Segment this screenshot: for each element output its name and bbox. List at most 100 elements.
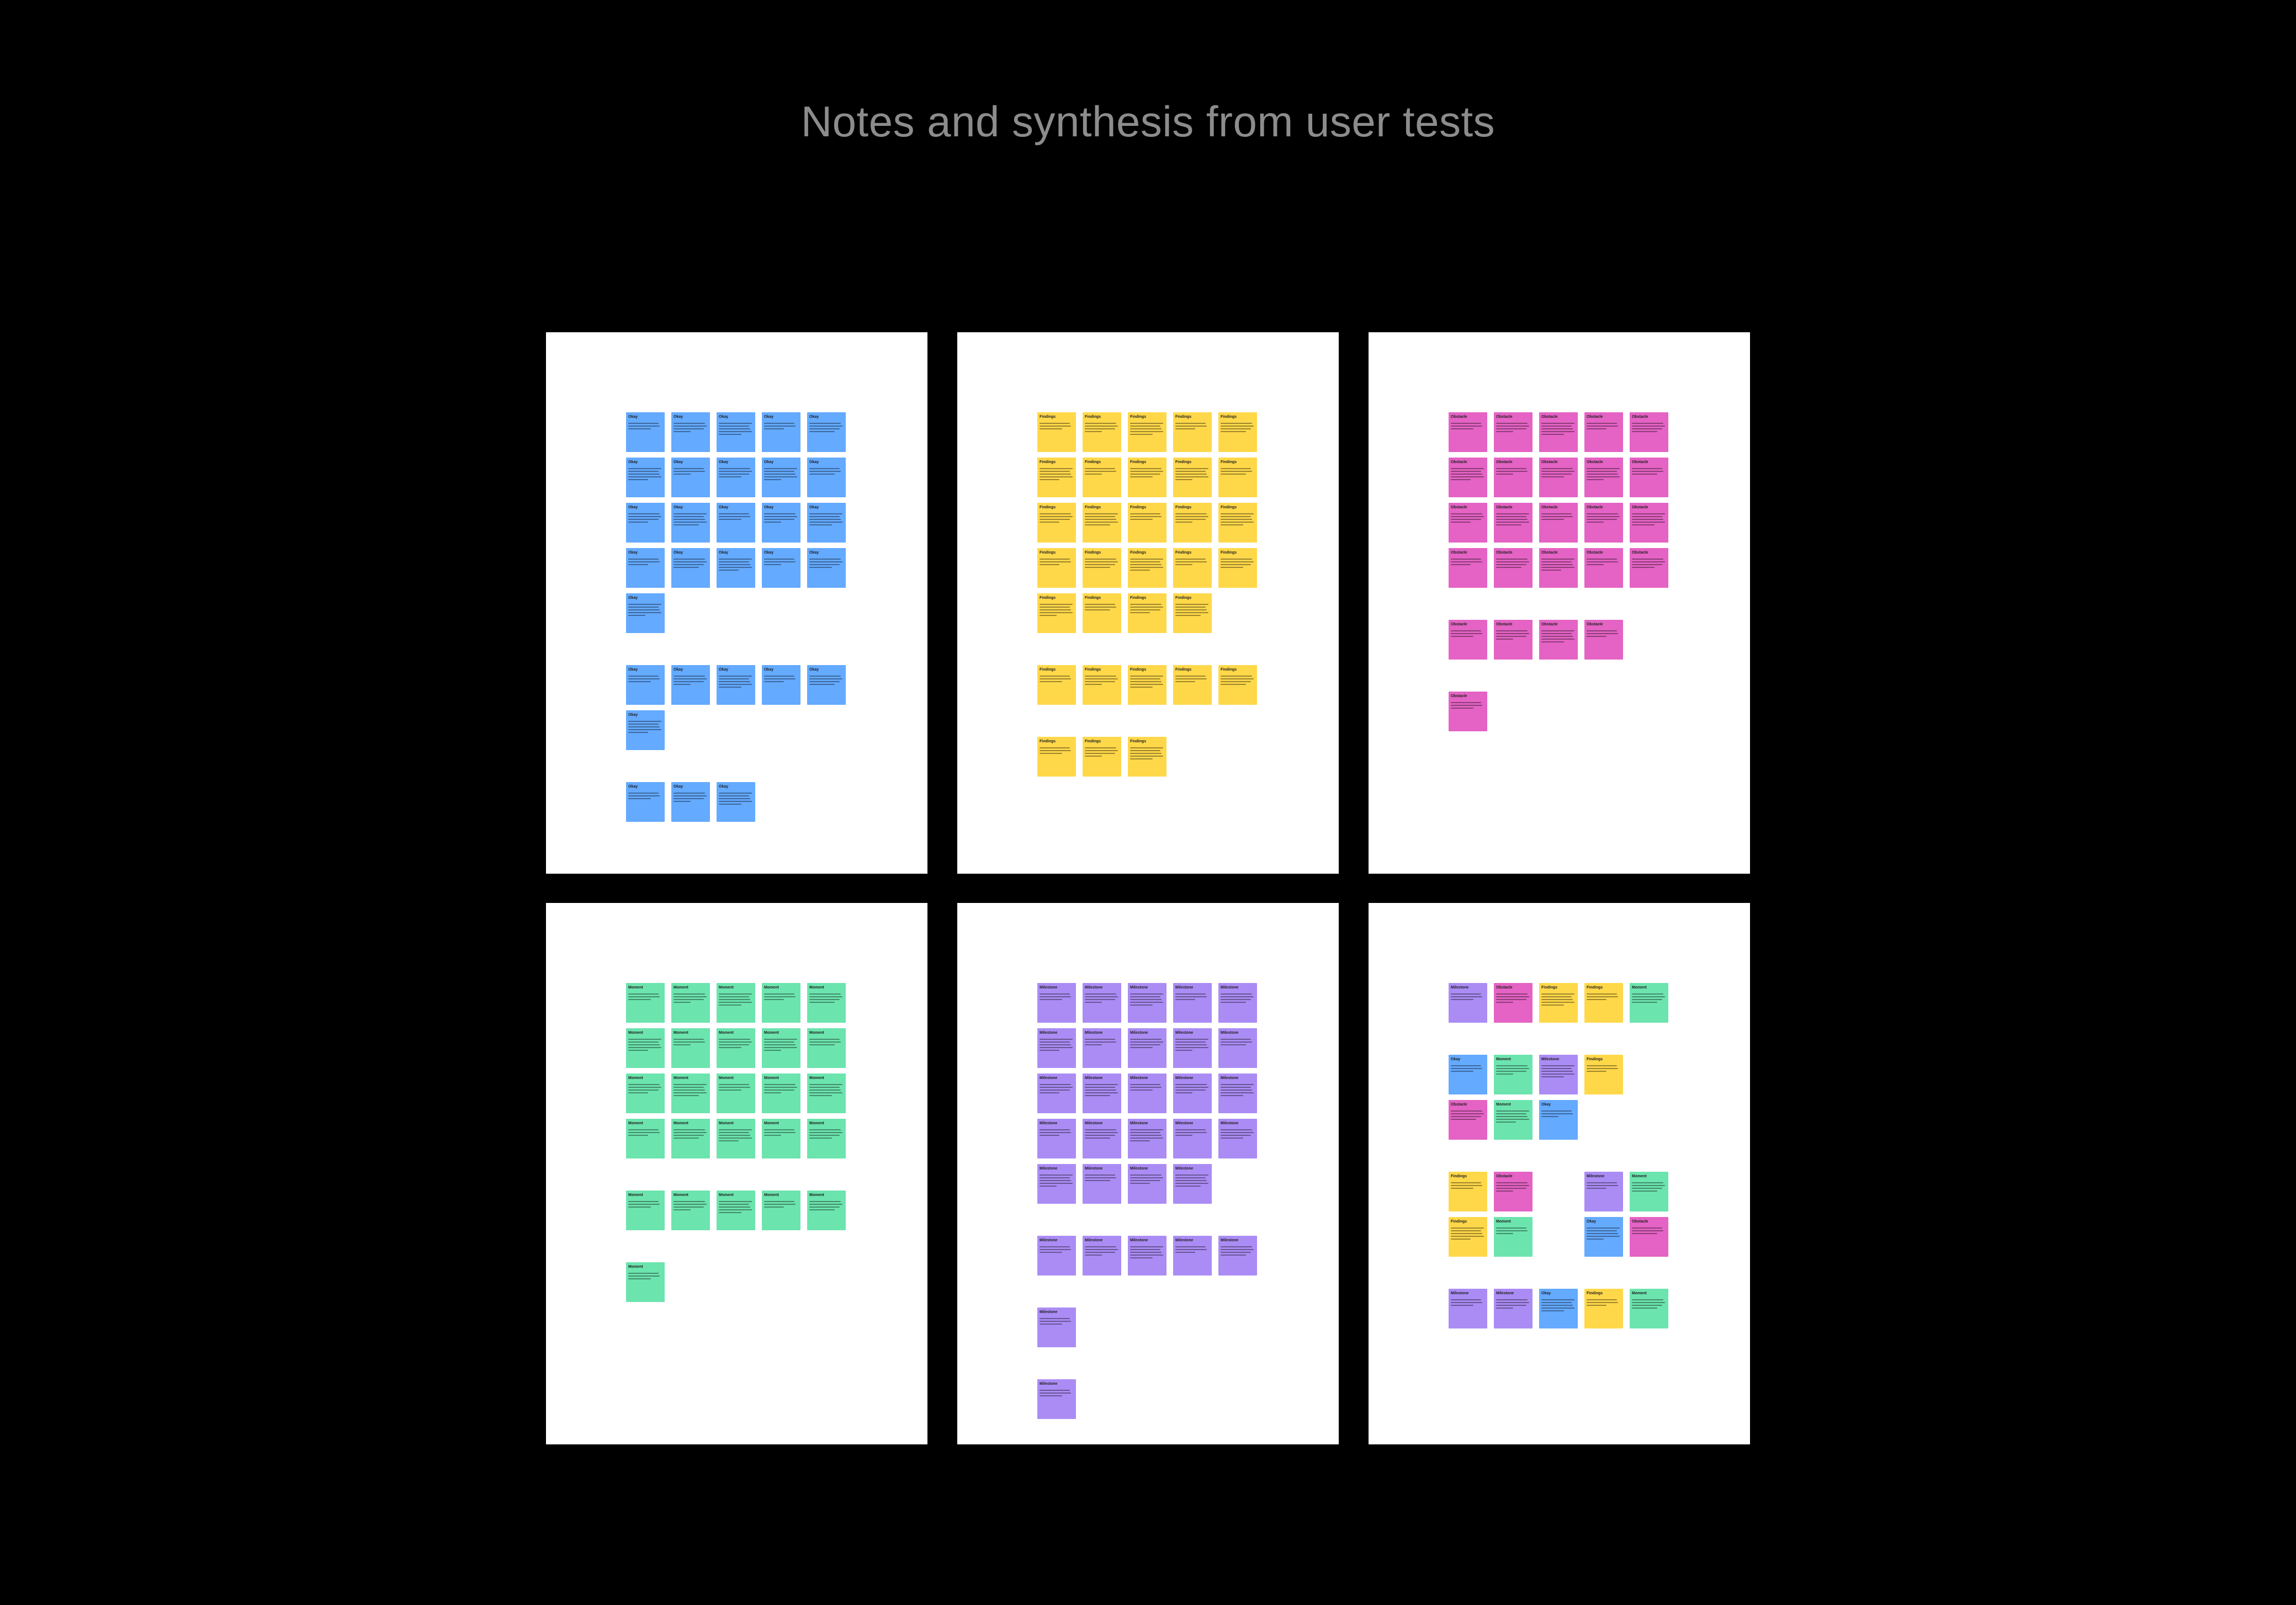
sticky-note-blue[interactable]: Okay — [626, 458, 665, 497]
sticky-note-yellow[interactable]: Findings — [1083, 458, 1121, 497]
sticky-note-green[interactable]: Moment — [626, 1119, 665, 1158]
sticky-note-yellow[interactable]: Findings — [1449, 1172, 1487, 1211]
sticky-note-green[interactable]: Moment — [807, 983, 846, 1023]
sticky-note-green[interactable]: Moment — [717, 1191, 755, 1230]
sticky-note-pink[interactable]: Obstacle — [1494, 503, 1533, 543]
sticky-note-yellow[interactable]: Findings — [1539, 983, 1578, 1023]
sticky-note-blue[interactable]: Okay — [671, 458, 710, 497]
sticky-note-purple[interactable]: Milestone — [1173, 1119, 1212, 1158]
sticky-note-purple[interactable]: Milestone — [1173, 1028, 1212, 1068]
sticky-note-purple[interactable]: Milestone — [1173, 983, 1212, 1023]
sticky-note-blue[interactable]: Okay — [762, 503, 800, 543]
sticky-note-green[interactable]: Moment — [807, 1191, 846, 1230]
sticky-note-yellow[interactable]: Findings — [1173, 458, 1212, 497]
sticky-note-green[interactable]: Moment — [717, 1028, 755, 1068]
sticky-note-yellow[interactable]: Findings — [1173, 665, 1212, 705]
sticky-note-pink[interactable]: Obstacle — [1449, 620, 1487, 660]
sticky-note-blue[interactable]: Okay — [626, 503, 665, 543]
sticky-note-yellow[interactable]: Findings — [1128, 665, 1166, 705]
sticky-note-yellow[interactable]: Findings — [1037, 503, 1076, 543]
sticky-note-blue[interactable]: Okay — [717, 548, 755, 588]
sticky-note-yellow[interactable]: Findings — [1128, 737, 1166, 777]
sticky-note-yellow[interactable]: Findings — [1083, 503, 1121, 543]
sticky-note-yellow[interactable]: Findings — [1218, 665, 1257, 705]
sticky-note-yellow[interactable]: Findings — [1037, 593, 1076, 633]
sticky-note-green[interactable]: Moment — [717, 1119, 755, 1158]
sticky-note-pink[interactable]: Obstacle — [1449, 503, 1487, 543]
sticky-note-yellow[interactable]: Findings — [1449, 1217, 1487, 1257]
sticky-note-purple[interactable]: Milestone — [1037, 1073, 1076, 1113]
sticky-note-purple[interactable]: Milestone — [1083, 1236, 1121, 1276]
sticky-note-pink[interactable]: Obstacle — [1584, 503, 1623, 543]
sticky-note-yellow[interactable]: Findings — [1173, 548, 1212, 588]
sticky-note-pink[interactable]: Obstacle — [1449, 458, 1487, 497]
sticky-note-pink[interactable]: Obstacle — [1494, 1172, 1533, 1211]
sticky-note-green[interactable]: Moment — [671, 1073, 710, 1113]
sticky-note-pink[interactable]: Obstacle — [1494, 983, 1533, 1023]
sticky-note-green[interactable]: Moment — [762, 983, 800, 1023]
sticky-note-blue[interactable]: Okay — [762, 548, 800, 588]
sticky-note-pink[interactable]: Obstacle — [1494, 458, 1533, 497]
sticky-note-yellow[interactable]: Findings — [1218, 503, 1257, 543]
sticky-note-yellow[interactable]: Findings — [1128, 548, 1166, 588]
sticky-note-blue[interactable]: Okay — [807, 458, 846, 497]
sticky-note-green[interactable]: Moment — [671, 1191, 710, 1230]
sticky-note-blue[interactable]: Okay — [626, 412, 665, 452]
sticky-note-pink[interactable]: Obstacle — [1449, 692, 1487, 731]
sticky-note-yellow[interactable]: Findings — [1173, 412, 1212, 452]
sticky-note-purple[interactable]: Milestone — [1037, 1236, 1076, 1276]
sticky-note-pink[interactable]: Obstacle — [1584, 620, 1623, 660]
sticky-note-blue[interactable]: Okay — [1449, 1055, 1487, 1094]
sticky-note-blue[interactable]: Okay — [626, 710, 665, 750]
sticky-note-green[interactable]: Moment — [1494, 1055, 1533, 1094]
sticky-note-green[interactable]: Moment — [671, 983, 710, 1023]
sticky-note-purple[interactable]: Milestone — [1083, 1028, 1121, 1068]
sticky-note-pink[interactable]: Obstacle — [1630, 548, 1668, 588]
sticky-note-purple[interactable]: Milestone — [1037, 1379, 1076, 1419]
sticky-note-purple[interactable]: Milestone — [1083, 1164, 1121, 1204]
sticky-note-green[interactable]: Moment — [1494, 1217, 1533, 1257]
sticky-note-green[interactable]: Moment — [807, 1119, 846, 1158]
sticky-note-yellow[interactable]: Findings — [1584, 1289, 1623, 1328]
sticky-note-purple[interactable]: Milestone — [1128, 1236, 1166, 1276]
sticky-note-yellow[interactable]: Findings — [1083, 593, 1121, 633]
sticky-note-pink[interactable]: Obstacle — [1630, 458, 1668, 497]
sticky-note-purple[interactable]: Milestone — [1037, 1308, 1076, 1347]
sticky-note-pink[interactable]: Obstacle — [1494, 412, 1533, 452]
sticky-note-green[interactable]: Moment — [717, 1073, 755, 1113]
sticky-note-green[interactable]: Moment — [762, 1073, 800, 1113]
sticky-note-pink[interactable]: Obstacle — [1449, 548, 1487, 588]
sticky-note-yellow[interactable]: Findings — [1218, 458, 1257, 497]
sticky-note-pink[interactable]: Obstacle — [1539, 548, 1578, 588]
sticky-note-blue[interactable]: Okay — [1584, 1217, 1623, 1257]
sticky-note-purple[interactable]: Milestone — [1539, 1055, 1578, 1094]
sticky-note-pink[interactable]: Obstacle — [1584, 548, 1623, 588]
sticky-note-yellow[interactable]: Findings — [1037, 412, 1076, 452]
sticky-note-purple[interactable]: Milestone — [1083, 1073, 1121, 1113]
sticky-note-blue[interactable]: Okay — [671, 412, 710, 452]
sticky-note-blue[interactable]: Okay — [671, 548, 710, 588]
sticky-note-green[interactable]: Moment — [762, 1191, 800, 1230]
sticky-note-purple[interactable]: Milestone — [1083, 1119, 1121, 1158]
sticky-note-green[interactable]: Moment — [1494, 1100, 1533, 1140]
sticky-note-blue[interactable]: Okay — [671, 503, 710, 543]
sticky-note-green[interactable]: Moment — [1630, 1172, 1668, 1211]
sticky-note-pink[interactable]: Obstacle — [1584, 412, 1623, 452]
sticky-note-blue[interactable]: Okay — [807, 548, 846, 588]
sticky-note-yellow[interactable]: Findings — [1083, 412, 1121, 452]
sticky-note-pink[interactable]: Obstacle — [1494, 620, 1533, 660]
sticky-note-purple[interactable]: Milestone — [1037, 1164, 1076, 1204]
sticky-note-purple[interactable]: Milestone — [1037, 1028, 1076, 1068]
sticky-note-purple[interactable]: Milestone — [1173, 1073, 1212, 1113]
sticky-note-pink[interactable]: Obstacle — [1584, 458, 1623, 497]
sticky-note-pink[interactable]: Obstacle — [1630, 503, 1668, 543]
sticky-note-blue[interactable]: Okay — [671, 665, 710, 705]
sticky-note-blue[interactable]: Okay — [717, 665, 755, 705]
sticky-note-pink[interactable]: Obstacle — [1539, 412, 1578, 452]
